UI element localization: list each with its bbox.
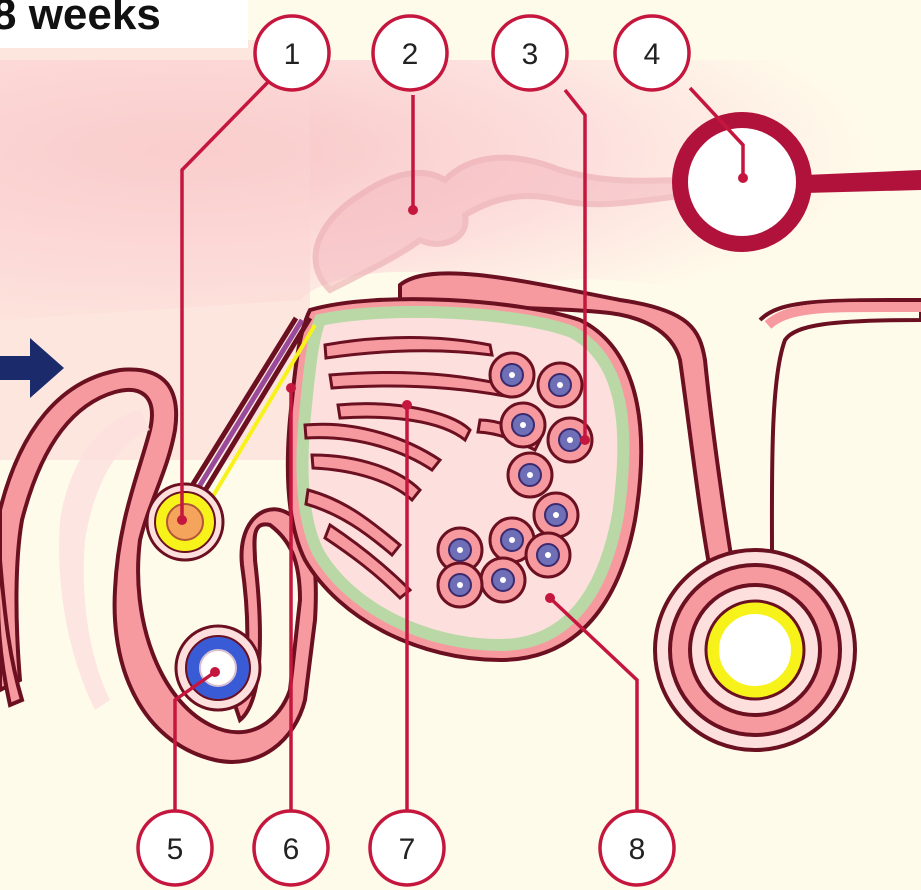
- callout-5: 5: [167, 833, 184, 866]
- callout-4: 4: [644, 38, 661, 71]
- callout-1: 1: [284, 38, 301, 71]
- callout-3: 3: [522, 38, 539, 71]
- diagram-title: 8 weeks: [0, 0, 161, 40]
- callout-7: 7: [399, 833, 416, 866]
- yellow-duct-ring: [713, 608, 797, 692]
- callout-2: 2: [402, 38, 419, 71]
- title-box: 8 weeks: [0, 0, 248, 48]
- callout-6: 6: [283, 833, 300, 866]
- callout-8: 8: [629, 833, 646, 866]
